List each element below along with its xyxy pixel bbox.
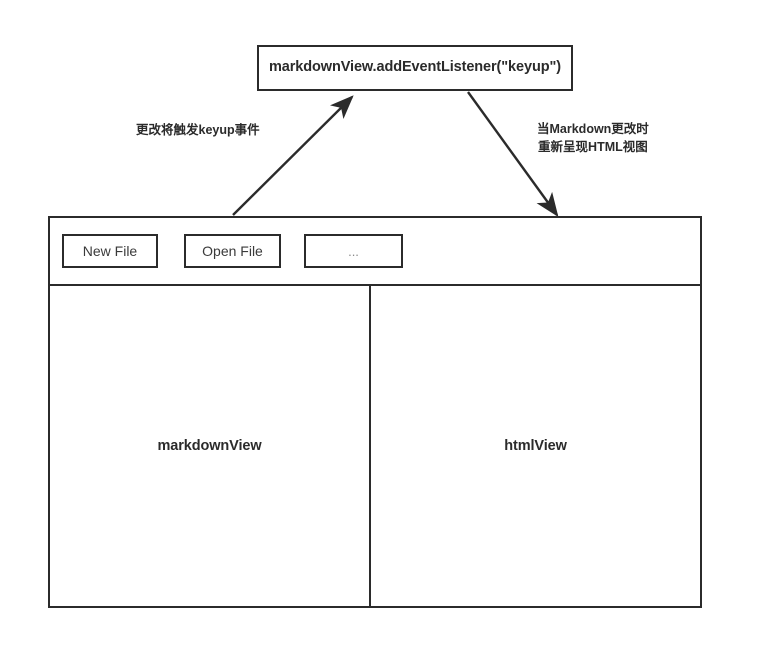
rerender-html-edge-label: 当Markdown更改时 重新呈现HTML视图 (537, 120, 649, 156)
app-toolbar: New File Open File ... (50, 218, 700, 286)
keyup-event-edge-label-line1: 更改将触发keyup事件 (136, 123, 260, 137)
keyup-event-arrow (232, 95, 354, 216)
keyup-event-edge-label: 更改将触发keyup事件 (136, 121, 260, 139)
event-listener-box: markdownView.addEventListener("keyup") (257, 45, 573, 91)
html-view-pane-label: htmlView (504, 438, 567, 454)
new-file-button-label: New File (82, 243, 138, 259)
open-file-button-label: Open File (202, 243, 263, 259)
html-view-pane[interactable]: htmlView (371, 286, 700, 606)
markdown-view-pane-label: markdownView (157, 438, 262, 454)
electron-app-window: New File Open File ... markdownView html… (48, 216, 702, 608)
markdown-view-pane[interactable]: markdownView (50, 286, 371, 606)
more-options-button-label: ... (348, 243, 359, 259)
rerender-html-edge-label-line1: 当Markdown更改时 (537, 122, 649, 136)
more-options-button[interactable]: ... (304, 234, 403, 268)
rerender-html-edge-label-line2: 重新呈现HTML视图 (538, 140, 648, 155)
app-panes: markdownView htmlView (50, 286, 700, 606)
new-file-button[interactable]: New File (62, 234, 158, 268)
open-file-button[interactable]: Open File (184, 234, 281, 268)
event-listener-box-label: markdownView.addEventListener("keyup") (269, 59, 561, 76)
